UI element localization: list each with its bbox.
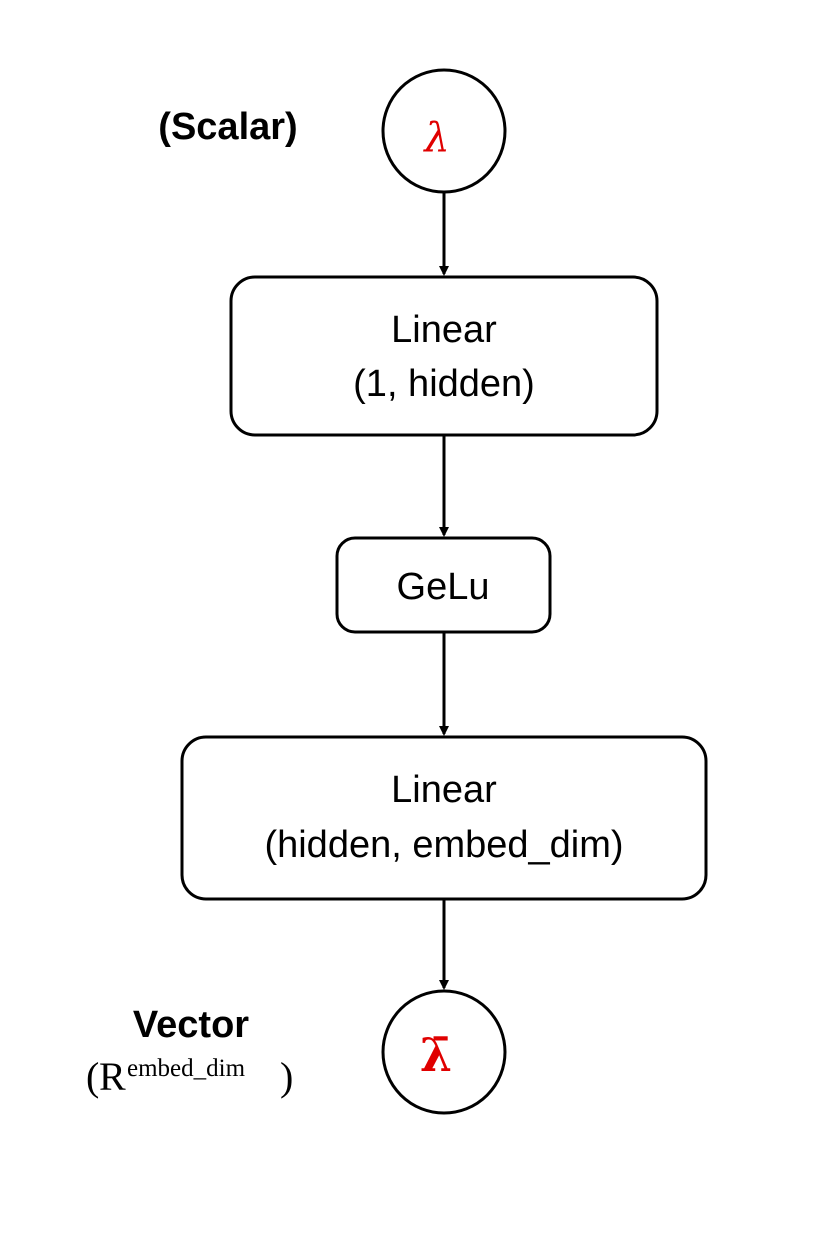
vector-space-label: ( R embed_dim ) [86, 1043, 293, 1099]
linear-layer-2 [180, 735, 708, 901]
linear-layer-2-name: Linear [391, 769, 497, 811]
scalar-label: (Scalar) [158, 106, 297, 148]
vector-space-base: R [99, 1054, 126, 1099]
input-lambda-symbol: λ [422, 115, 449, 161]
linear-layer-1-shape: (1, hidden) [353, 363, 535, 405]
vector-label: Vector [133, 1004, 249, 1046]
linear-layer-1-name: Linear [391, 309, 497, 351]
vector-space-close-paren: ) [280, 1054, 293, 1099]
linear-layer-1 [229, 275, 659, 437]
output-lambda-bar-symbol: λ̄ [420, 1028, 452, 1082]
vector-space-open-paren: ( [86, 1054, 99, 1099]
output-lambda-bar-node [381, 989, 507, 1115]
gelu-activation-name: GeLu [397, 566, 490, 608]
linear-layer-2-shape: (hidden, embed_dim) [264, 824, 623, 866]
vector-space-exponent: embed_dim [127, 1055, 246, 1082]
